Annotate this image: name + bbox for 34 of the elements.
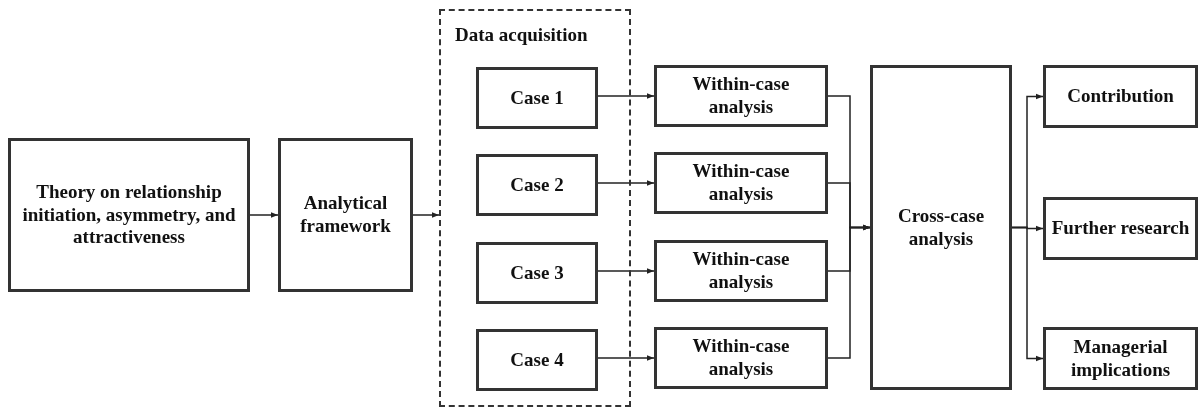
process-box — [1043, 327, 1198, 390]
box-label: Within-case analysis — [691, 73, 791, 119]
process-box — [654, 240, 828, 302]
arrow — [1011, 226, 1044, 362]
box-label: Managerial implications — [1069, 335, 1172, 382]
box-label: Contribution — [1067, 85, 1174, 108]
process-box — [476, 242, 598, 304]
box-label: Within-case analysis — [691, 248, 791, 294]
box-label: Further research — [1051, 217, 1190, 240]
process-box — [654, 327, 828, 389]
arrow — [249, 212, 279, 218]
box-label: Case 2 — [510, 173, 564, 197]
process-box — [1043, 65, 1198, 128]
process-box — [278, 138, 413, 292]
box-label: Cross-case analysis — [896, 204, 986, 251]
box-label: Theory on relationship initiation, asymmetry, and attractiveness — [21, 180, 237, 250]
process-box — [654, 65, 828, 127]
box-label: Within-case analysis — [691, 160, 791, 206]
box-label: Case 1 — [510, 86, 564, 110]
group-heading: Data acquisition — [455, 23, 588, 47]
process-box — [870, 65, 1012, 390]
box-label: Within-case analysis — [691, 335, 791, 381]
box-label: Case 3 — [510, 261, 564, 285]
arrow — [827, 224, 871, 359]
group-frame — [439, 9, 631, 407]
process-box — [8, 138, 250, 292]
process-box — [476, 154, 598, 216]
box-label: Case 4 — [510, 348, 564, 372]
process-box — [476, 329, 598, 391]
process-box — [476, 67, 598, 129]
process-box — [654, 152, 828, 214]
box-label: Analytical framework — [299, 192, 392, 238]
process-box — [1043, 197, 1198, 260]
arrow — [412, 212, 440, 218]
